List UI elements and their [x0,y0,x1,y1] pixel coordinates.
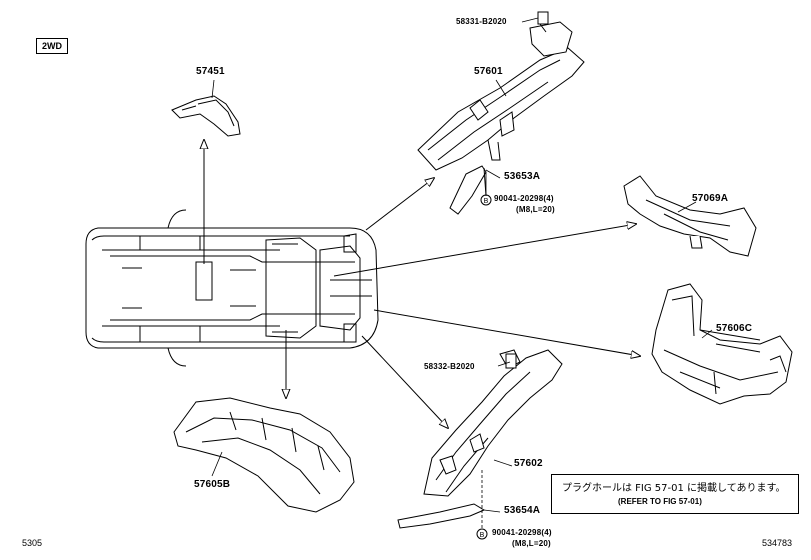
bolt-bottom-marker [476,528,488,540]
reference-note-japanese: プラグホールは FIG 57-01 に掲載してあります。 [562,483,786,494]
part-57605-floor-panel [173,397,355,513]
reference-note-english: (REFER TO FIG 57-01) [618,497,702,506]
part-53654-brace [397,503,486,529]
vehicle-underbody [85,209,379,367]
drive-type-badge: 2WD [36,38,68,54]
label-57069a: 57069A [692,193,729,204]
bolt-marker-letters: B B [480,198,489,539]
bolt-bottom-marker-letter: B [480,532,485,539]
label-57606c: 57606C [716,323,753,334]
reference-note-box: プラグホールは FIG 57-01 に掲載してあります。 (REFER TO F… [551,474,799,514]
label-bolt-top: 90041-20298(4) [494,194,554,203]
label-58332-b2020: 58332-B2020 [424,362,475,371]
footer-left-code: 5305 [22,538,43,548]
label-57601: 57601 [474,66,503,77]
label-bolt-bottom-spec: (M8,L=20) [512,539,551,548]
part-57069-crossmember [623,175,757,257]
part-53653-brace [449,165,487,215]
part-58331-clip [537,11,549,33]
footer-right-code: 534783 [762,538,793,548]
part-57601-rail [417,21,585,171]
label-58331-b2020: 58331-B2020 [456,17,507,26]
label-53653a: 53653A [504,171,541,182]
label-bolt-bottom: 90041-20298(4) [492,528,552,537]
label-bolt-top-spec: (M8,L=20) [516,205,555,214]
label-53654a: 53654A [504,505,541,516]
part-58332-clip [505,353,517,369]
part-57602-rail [423,349,563,497]
label-57605b: 57605B [194,479,231,490]
part-57606-subframe [651,283,793,405]
leader-arrows [204,140,640,428]
part-57451-bracket [171,95,241,137]
label-leaders [211,17,713,530]
label-57451: 57451 [196,66,225,77]
label-57602: 57602 [514,458,543,469]
bolt-top-marker-letter: B [484,198,489,205]
